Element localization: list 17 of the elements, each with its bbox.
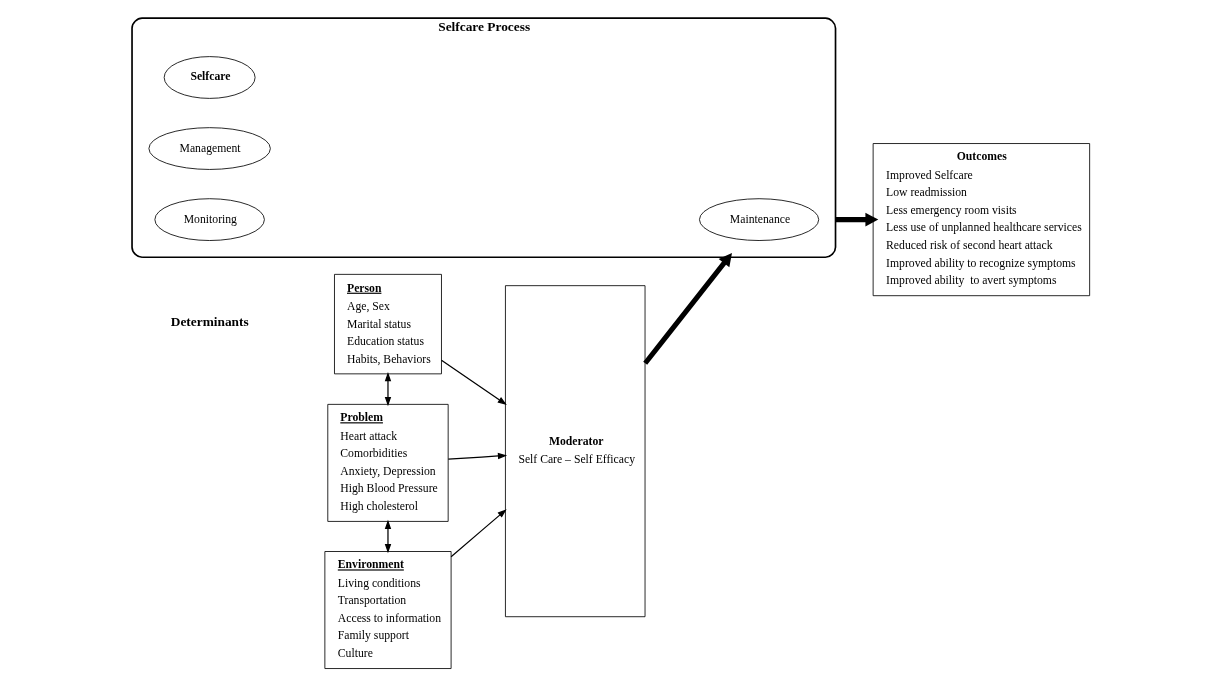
node-box: Problem Heart attack Comorbidities Anxiety, Depression High Blood Pressure High cholesterol [326,403,449,522]
node-box: Environment Living conditions Transportation Access to information Family support Culture [323,551,452,669]
node-ellipse: Monitoring [153,198,265,241]
arrow [835,212,878,227]
arrow [450,509,507,558]
node-box: Person Age, Sex Marital status Education status Habits, Behaviors [333,273,442,375]
arrow [384,372,391,407]
node-ellipse: Maintenance [698,198,819,241]
node-box: Moderator Self Care – Self Efficacy [504,285,645,618]
node-box: Outcomes Improved Selfcare Low readmission Less emergency room visits Less use of unplanned healthcare services Reduced risk of second heart attack Improved ability to recognize symptoms Improved ability to avert symptoms [872,143,1090,297]
label: Determinants [170,314,249,330]
arrow [447,452,507,460]
arrow [384,519,391,554]
arrow [642,253,732,365]
node-ellipse: Selfcare [163,56,256,99]
arrow [440,359,507,405]
node-ellipse: Management [147,127,271,170]
